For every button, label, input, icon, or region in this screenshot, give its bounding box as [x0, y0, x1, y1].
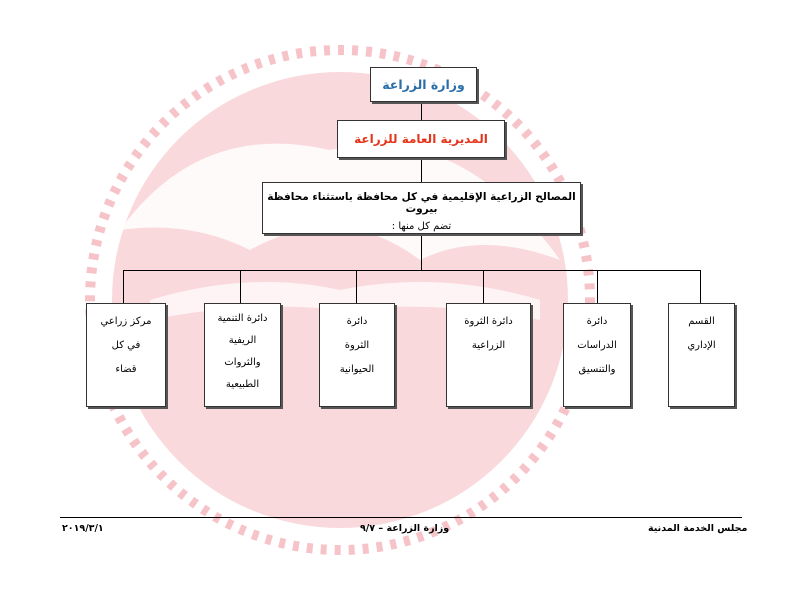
connector-ministry-general	[421, 102, 422, 120]
connector-general-regional	[421, 158, 422, 182]
connector-drop-4	[356, 270, 357, 303]
dept-rural-development: دائرة التنمية الريفية والثروات الطبيعية	[204, 303, 281, 407]
regional-services-sublabel: تضم كل منها :	[391, 221, 452, 232]
dept-line: الزراعية	[471, 340, 506, 351]
dept-line: الثروة	[344, 340, 370, 351]
general-directorate-node: المديرية العامة للزراعة	[337, 120, 505, 158]
connector-drop-2	[597, 270, 598, 303]
dept-line: دائرة	[586, 316, 608, 327]
seal-band	[150, 282, 540, 320]
connector-regional-bus	[421, 234, 422, 270]
dept-line: دائرة	[346, 316, 368, 327]
footer-page-ref: وزارة الزراعة – ٩/٧	[360, 523, 450, 534]
footer-divider	[60, 517, 742, 518]
dept-line: والتنسيق	[578, 364, 616, 375]
connector-drop-1	[700, 270, 701, 303]
ministry-node: وزارة الزراعة	[370, 67, 477, 102]
dept-line: الإداري	[687, 340, 716, 351]
footer-council-name: مجلس الخدمة المدنية	[648, 523, 748, 534]
dept-animal-wealth: دائرة الثروة الحيوانية	[319, 303, 395, 407]
dept-agricultural-wealth: دائرة الثروة الزراعية	[446, 303, 531, 407]
dept-line: الريفية	[228, 335, 257, 346]
connector-drop-3	[483, 270, 484, 303]
dept-agricultural-center: مركز زراعي في كل قضاء	[86, 303, 166, 407]
dept-line: دائرة الثروة	[464, 316, 513, 327]
connector-drop-5	[240, 270, 241, 303]
dept-line: قضاء	[115, 364, 137, 375]
connector-drop-6	[123, 270, 124, 303]
general-directorate-label: المديرية العامة للزراعة	[354, 132, 488, 146]
dept-line: القسم	[688, 316, 715, 327]
regional-services-node: المصالح الزراعية الإقليمية في كل محافظة …	[262, 182, 581, 234]
ministry-label: وزارة الزراعة	[382, 77, 465, 92]
dept-line: مركز زراعي	[100, 316, 152, 327]
dept-line: الطبيعية	[225, 379, 260, 390]
dept-studies-coordination: دائرة الدراسات والتنسيق	[563, 303, 631, 407]
connector-horizontal-bus	[123, 270, 701, 271]
seal-outer-ring	[85, 45, 595, 555]
dept-line: دائرة التنمية	[217, 313, 268, 324]
footer-date: ٢٠١٩/٣/١	[62, 523, 104, 534]
dept-line: والثروات	[224, 357, 261, 368]
dept-administrative: القسم الإداري	[668, 303, 735, 407]
regional-services-label: المصالح الزراعية الإقليمية في كل محافظة …	[267, 191, 576, 215]
dept-line: في كل	[111, 340, 141, 351]
dept-line: الدراسات	[577, 340, 617, 351]
dept-line: الحيوانية	[339, 364, 375, 375]
